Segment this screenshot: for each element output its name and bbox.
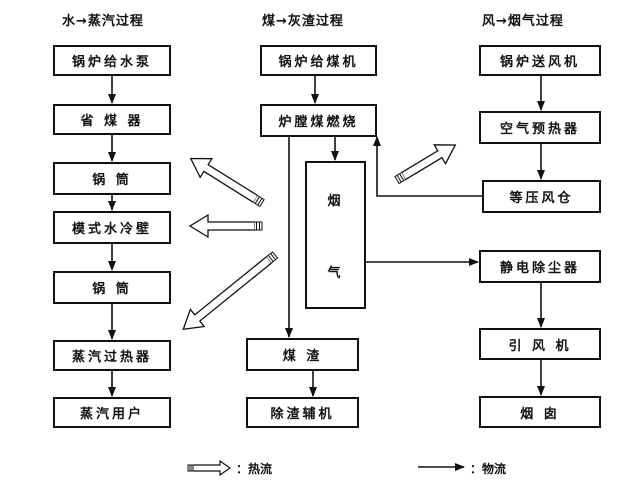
legend-material-flow-label: ：物流 <box>470 462 507 476</box>
heat-arrow-to-waterwall <box>188 213 263 239</box>
box-furnace-combustion: 炉膛煤燃烧 <box>260 104 377 137</box>
title-water-steam: 水→蒸汽过程 <box>62 14 144 29</box>
box-water-wall: 模式水冷壁 <box>53 211 171 244</box>
box-economizer: 省 煤 器 <box>53 104 171 135</box>
box-induced-draft-fan: 引 风 机 <box>479 328 601 360</box>
title-coal-ash: 煤→灰渣过程 <box>262 14 344 29</box>
title-air-flue: 风→烟气过程 <box>482 14 564 29</box>
box-superheater: 蒸汽过热器 <box>53 340 171 371</box>
box-air-preheater: 空气预热器 <box>479 111 601 144</box>
box-electrostatic-precipitator: 静电除尘器 <box>479 250 601 283</box>
box-chimney: 烟 囱 <box>479 396 601 428</box>
flue-gas-label-top: 烟 <box>327 193 344 209</box>
heat-arrow-to-air-preheater <box>394 144 457 185</box>
box-coal-feeder: 锅炉给煤机 <box>260 45 377 76</box>
box-boiler-feed-pump: 锅炉给水泵 <box>53 45 171 76</box>
heat-arrow-to-superheater <box>182 251 279 331</box>
flue-gas-label-bottom: 气 <box>327 265 344 281</box>
heat-arrow-to-economizer <box>189 157 265 208</box>
box-drum-lower: 锅 筒 <box>53 271 171 304</box>
arrow-windbox-to-furnace <box>373 136 482 197</box>
box-windbox: 等压风仓 <box>482 180 601 213</box>
box-slag: 煤 渣 <box>246 338 359 371</box>
box-drum-upper: 锅 筒 <box>53 162 171 195</box>
box-flue-gas: 烟 气 <box>305 161 366 309</box>
legend-heat-flow-label: ：热流 <box>236 462 273 476</box>
box-steam-user: 蒸汽用户 <box>53 397 171 428</box>
legend-heat-flow-icon <box>187 459 232 477</box>
box-slag-remover: 除渣辅机 <box>246 397 359 428</box>
box-forced-draft-fan: 锅炉送风机 <box>479 45 601 76</box>
